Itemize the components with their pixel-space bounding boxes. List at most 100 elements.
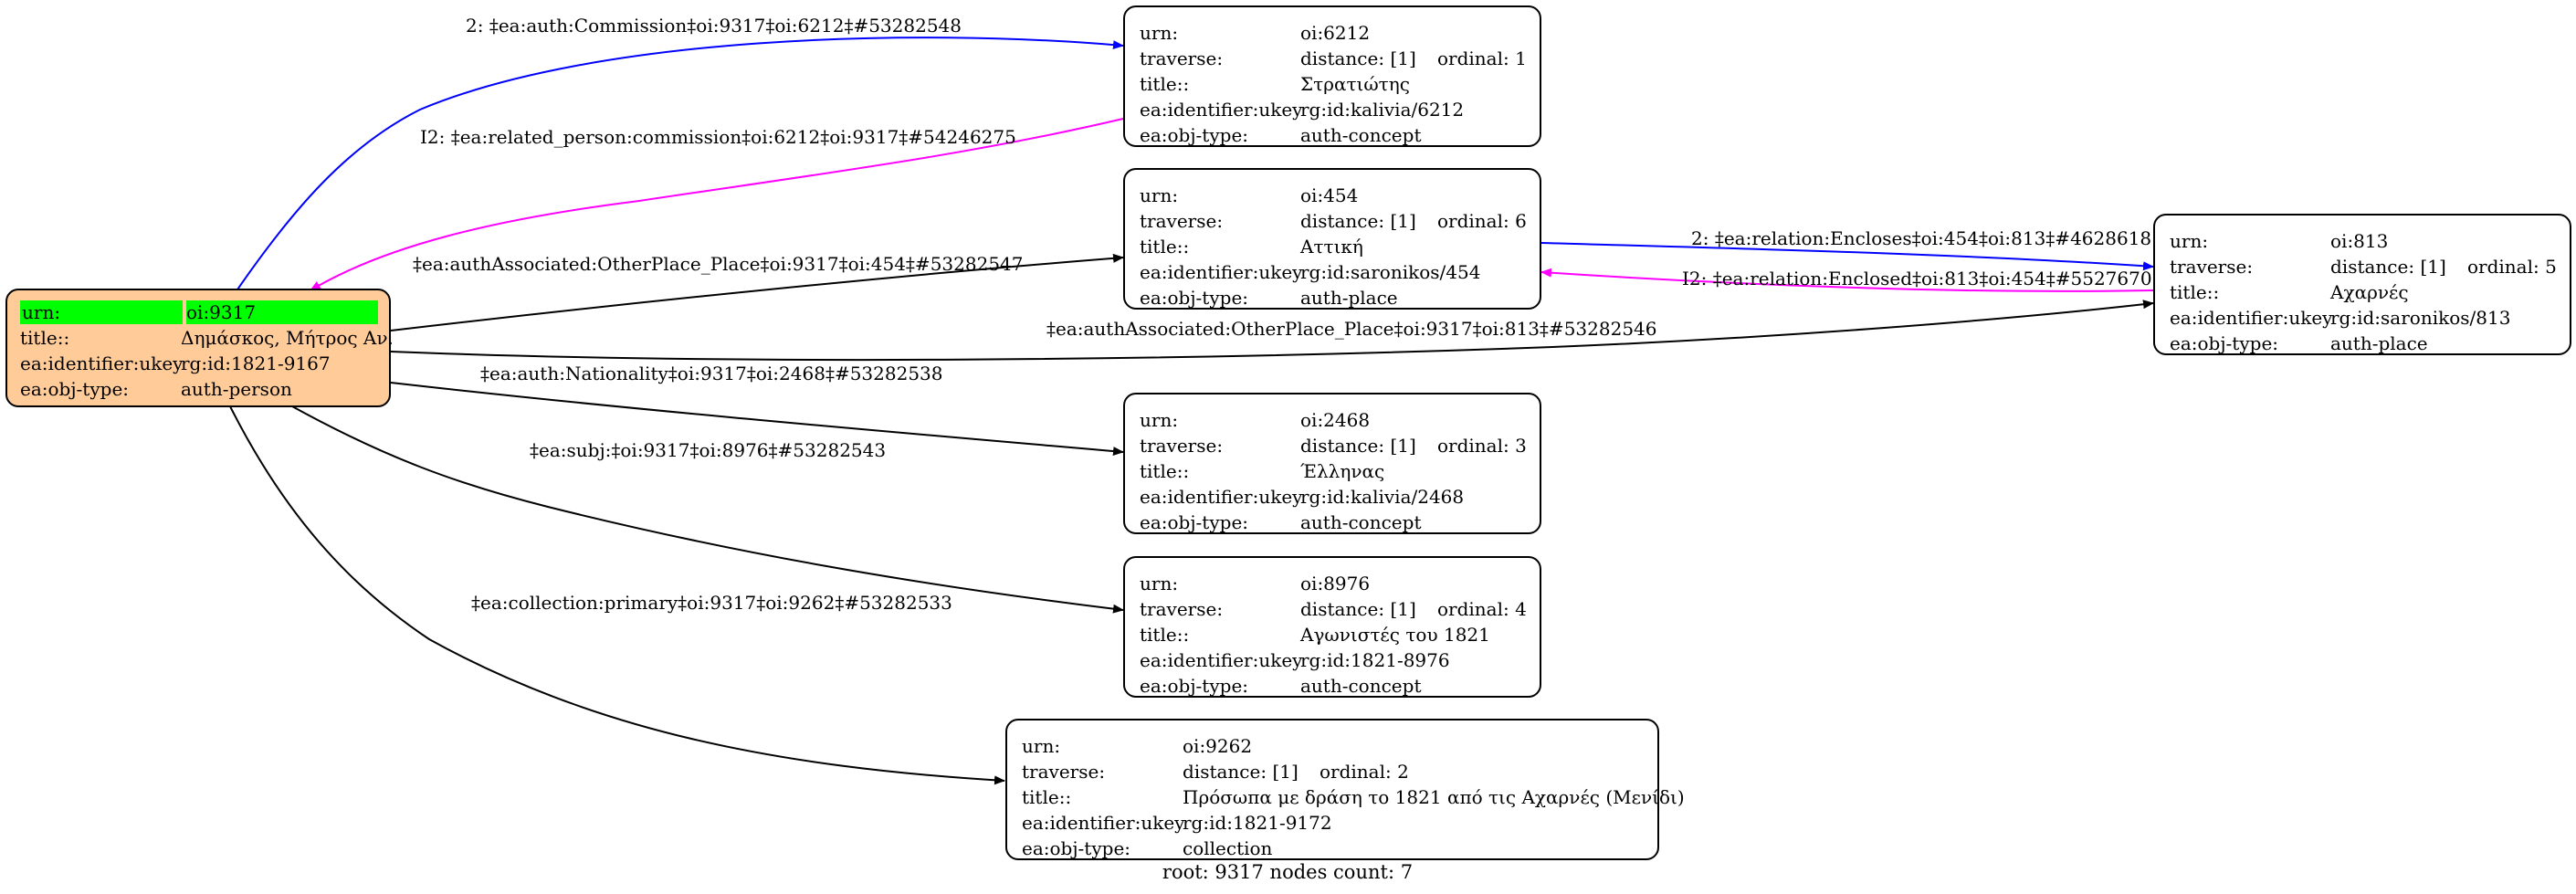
value-distance: distance: [1] [1183,761,1299,783]
edge-label-encloses: 2: ‡ea:relation:Encloses‡oi:454‡oi:813‡#… [1691,227,2151,249]
node-row-title: title::Πρόσωπα με δράση το 1821 από τις … [1022,784,1685,810]
value-title: Έλληνας [1300,460,1385,482]
node-row-title: title::Αγωνιστές του 1821 [1140,622,1525,647]
key-type: ea:obj-type: [1140,124,1249,146]
value-ukey: rg:id:saronikos/454 [1300,261,1481,283]
key-type: ea:obj-type: [1022,837,1131,859]
key-traverse: traverse: [1140,47,1224,69]
node-row-type: ea:obj-type: auth-concept [1140,510,1525,535]
value-distance: distance: [1] [2330,256,2446,278]
value-ordinal: ordinal: 5 [2467,256,2557,278]
node-row-title: title::Αττική [1140,234,1525,259]
key-title: title:: [1140,236,1190,258]
value-urn: oi:6212 [1300,22,1371,44]
value-urn: oi:2468 [1300,409,1371,431]
value-urn: oi:454 [1300,184,1359,206]
edge-label-collection: ‡ea:collection:primary‡oi:9317‡oi:9262‡#… [471,592,952,614]
node-row-title: title::Στρατιώτης [1140,71,1525,97]
value-type: auth-place [2330,332,2428,354]
node-8976[interactable]: urn:oi:8976 traverse:distance: [1]ordina… [1123,556,1541,698]
node-row-traverse: traverse: distance: [1] ordinal: 6 [1140,208,1527,234]
value-type: auth-concept [1300,675,1422,697]
node-454[interactable]: urn: oi:454 traverse: distance: [1] ordinal… [1123,168,1541,310]
node-9262[interactable]: urn: oi:9262 traverse: distance: [1] ordina… [1005,719,1685,861]
node-row-type: ea:obj-type:auth-concept [1140,673,1525,699]
node-row-traverse: traverse: distance: [1] ordinal: 5 [2170,254,2557,279]
key-ukey: ea:identifier:ukey [1140,486,1303,508]
node-2468[interactable]: urn:oi:2468 traverse:distance: [1]ordina… [1123,393,1541,534]
value-distance: distance: [1] [1300,210,1416,232]
value-distance: distance: [1] [1300,47,1416,69]
value-title: Πρόσωπα με δράση το 1821 από τις Αχαρνές… [1183,786,1685,808]
value-title: Δημάσκος, Μήτρος Αν. [181,327,394,349]
value-ordinal: ordinal: 6 [1437,210,1527,232]
node-row-traverse: traverse: distance: [1] ordinal: 1 [1140,46,1527,71]
node-813[interactable]: urn:oi:813 traverse:distance: [1]ordinal… [2153,214,2571,355]
key-type: ea:obj-type: [2170,332,2279,354]
key-urn: urn: [1140,573,1179,594]
node-row-traverse: traverse:distance: [1]ordinal: 4 [1140,596,1527,622]
node-row-type: ea:obj-type:auth-concept [1140,122,1525,148]
node-row-type: ea:obj-type: collection [1022,836,1643,861]
edge-label-related-person: I2: ‡ea:related_person:commission‡oi:621… [420,126,1016,148]
value-distance: distance: [1] [1300,435,1416,457]
key-traverse: traverse: [1022,761,1106,783]
value-urn: oi:9317 [186,300,378,324]
edge-attica [390,253,1124,331]
value-ordinal: ordinal: 3 [1437,435,1527,457]
key-title: title:: [2170,281,2220,303]
key-type: ea:obj-type: [1140,287,1249,309]
key-urn: urn: [1140,184,1179,206]
value-type: auth-concept [1300,511,1422,533]
value-ukey: rg:id:1821-8976 [1300,649,1450,671]
key-ukey: ea:identifier:ukey [1140,99,1303,121]
value-ukey: rg:id:saronikos/813 [2330,307,2511,329]
value-distance: distance: [1] [1300,598,1416,620]
node-row-type: ea:obj-type: auth-place [2170,331,2555,356]
value-ordinal: ordinal: 1 [1437,47,1527,69]
node-row-traverse: traverse:distance: [1]ordinal: 3 [1140,433,1527,458]
key-title: title:: [1140,460,1190,482]
key-traverse: traverse: [1140,210,1224,232]
node-root-9317[interactable]: urn: oi:9317 title:: Δημάσκος, Μήτρος Αν… [5,289,394,407]
edge-enclosed [1540,268,2154,292]
value-urn: oi:9262 [1183,735,1253,757]
key-traverse: traverse: [2170,256,2254,278]
graph-footer: root: 9317 nodes count: 7 [1162,861,1414,883]
node-row-ukey: ea:identifier:ukey rg:id:1821-9167 [20,351,378,376]
edge-subj [291,405,1124,614]
value-title: Αττική [1300,236,1363,258]
node-row-urn: urn: oi:454 [1140,183,1525,208]
node-row-urn: urn: oi:2468 [1140,407,1525,433]
value-ukey: rg:id:1821-9172 [1183,812,1332,834]
value-ordinal: ordinal: 2 [1320,761,1409,783]
key-urn: urn: [1140,22,1179,44]
key-type: ea:obj-type: [1140,511,1249,533]
node-row-title: title::Αχαρνές [2170,279,2555,305]
edge-related-person [310,118,1124,291]
key-urn: urn: [1140,409,1179,431]
node-row-urn: urn: oi:9317 [20,300,378,325]
edge-commission [235,37,1124,293]
key-ukey: ea:identifier:ukey [1022,812,1185,834]
key-ukey: ea:identifier:ukey [20,352,184,374]
node-row-urn: urn: oi:6212 [1140,20,1525,46]
value-ordinal: ordinal: 4 [1437,598,1527,620]
node-row-title: title:: Δημάσκος, Μήτρος Αν. [20,325,394,351]
edge-collection [229,405,1005,785]
node-6212[interactable]: urn: oi:6212 traverse: distance: [1] ordina… [1123,5,1541,147]
node-row-urn: urn: oi:9262 [1022,733,1643,759]
value-title: Στρατιώτης [1300,73,1410,95]
value-type: collection [1183,837,1273,859]
key-title: title:: [1140,73,1190,95]
edge-acharnes [390,300,2154,362]
key-ukey: ea:identifier:ukey [1140,649,1303,671]
key-title: title:: [1022,786,1072,808]
edge-encloses [1540,242,2154,271]
value-type: auth-person [181,378,292,400]
key-urn: urn: [1022,735,1061,757]
